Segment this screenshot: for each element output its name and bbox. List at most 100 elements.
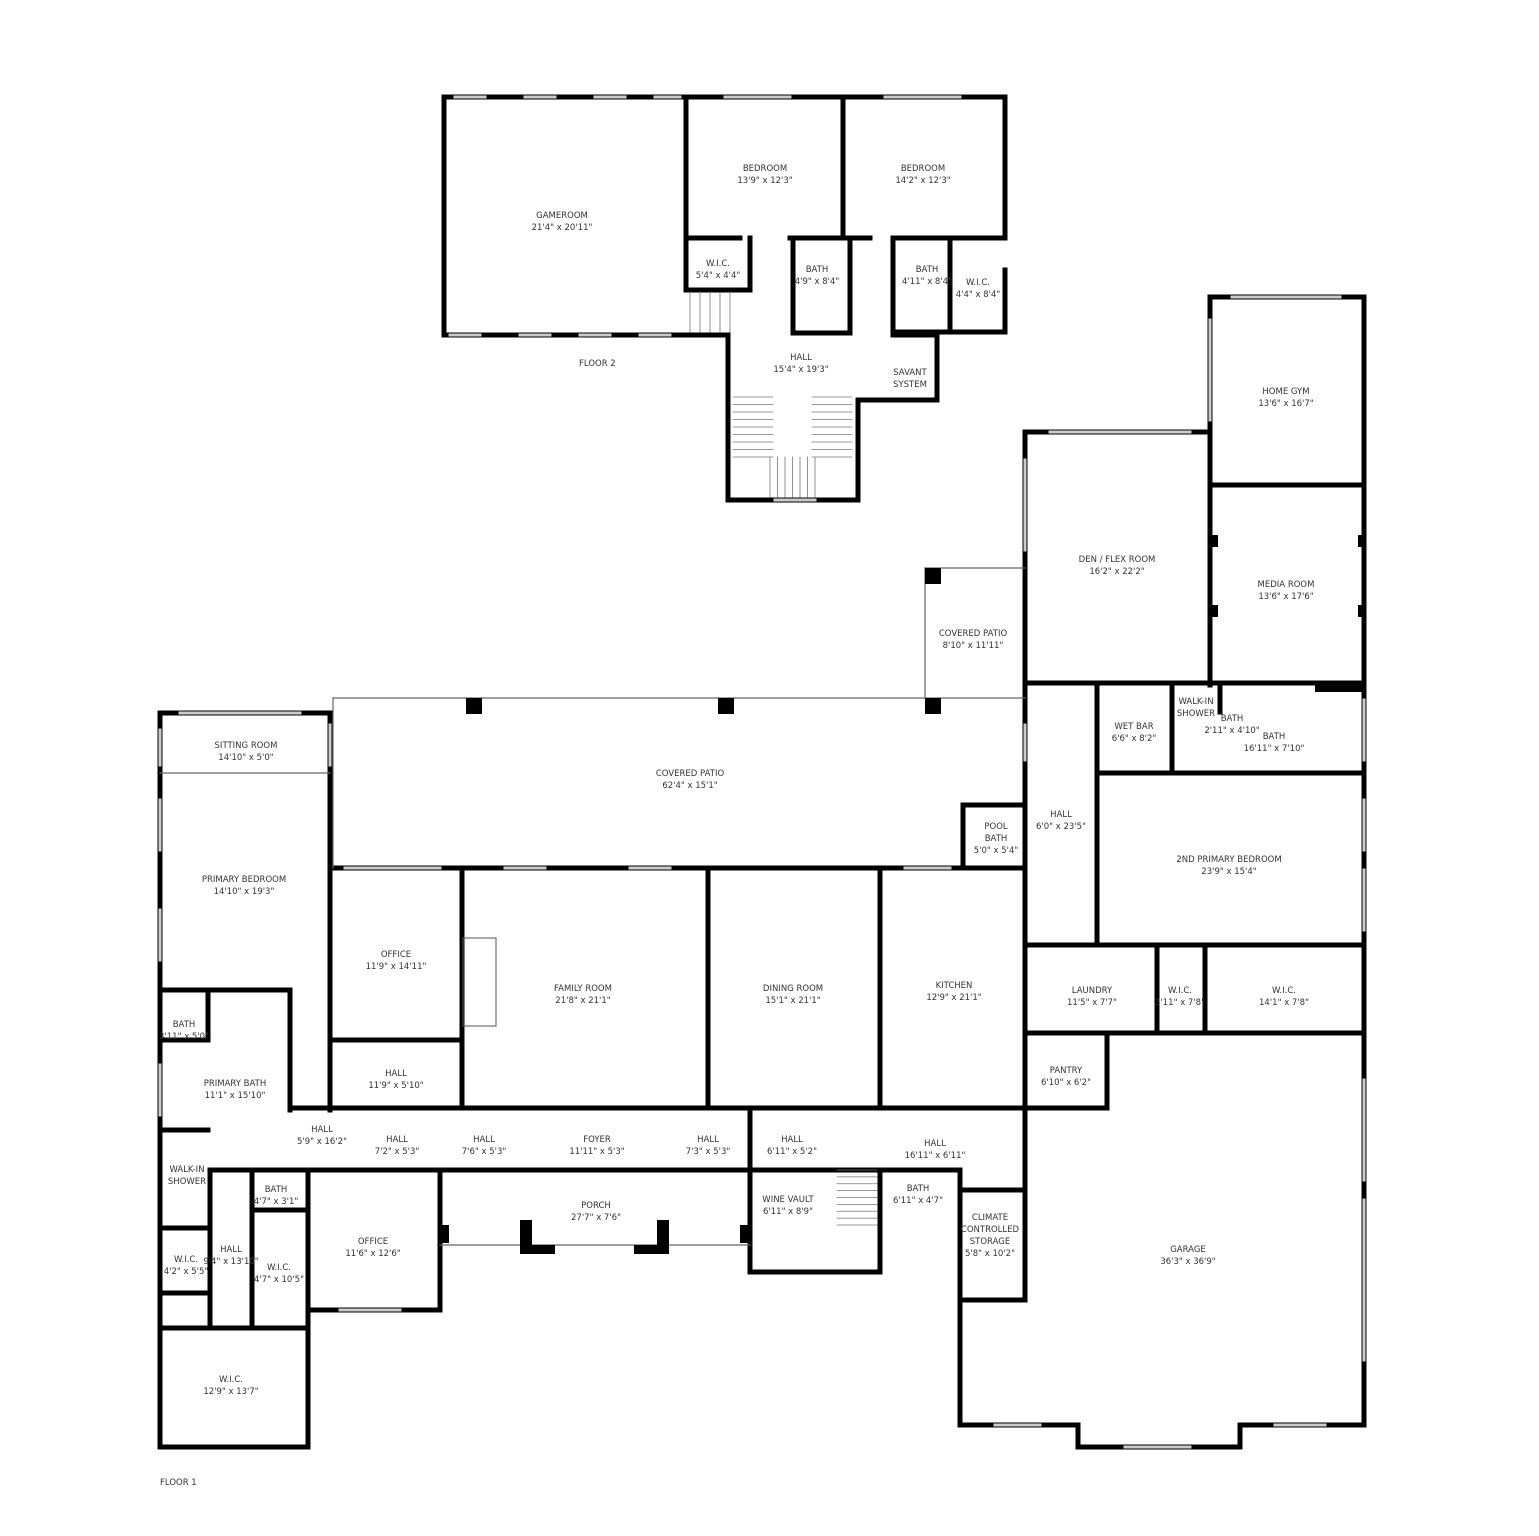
room-dimensions: 3'11" x 5'0" xyxy=(159,1032,209,1042)
room-label: BATH 3'11" x 5'0" xyxy=(159,1019,209,1043)
room-dimensions: 13'9" x 12'3" xyxy=(737,176,793,186)
room-name: HALL xyxy=(781,1135,803,1145)
room-name: BEDROOM xyxy=(742,164,788,174)
room-label: SITTING ROOM 14'10" x 5'0" xyxy=(215,740,278,764)
column xyxy=(634,1245,669,1254)
room-name: MEDIA ROOM xyxy=(1257,580,1315,590)
room-name: BATH xyxy=(172,1020,196,1030)
room-label: WALK-IN SHOWER xyxy=(1177,696,1215,720)
room-dimensions: 6'11" x 5'2" xyxy=(767,1147,817,1157)
room-label: BEDROOM 13'9" x 12'3" xyxy=(737,163,792,187)
room-name: HALL xyxy=(697,1135,719,1145)
room-dimensions: 14'1" x 7'8" xyxy=(1259,998,1309,1008)
room-name: BATH xyxy=(805,265,829,275)
room-label: W.I.C. 4'7" x 10'5" xyxy=(254,1262,304,1286)
room-dimensions: 3'11" x 7'8" xyxy=(1155,998,1205,1008)
room-label: HALL 7'2" x 5'3" xyxy=(375,1134,420,1158)
room-dimensions: 6'6" x 8'2" xyxy=(1111,734,1157,744)
room-name: POOL BATH xyxy=(984,822,1008,844)
room-dimensions: 11'5" x 7'7" xyxy=(1067,998,1117,1008)
room-dimensions: 14'10" x 5'0" xyxy=(218,753,274,763)
room-dimensions: 7'2" x 5'3" xyxy=(374,1147,420,1157)
room-dimensions: 4'2" x 5'5" xyxy=(163,1267,209,1277)
room-dimensions: 6'0" x 23'5" xyxy=(1036,822,1086,832)
room-name: BATH xyxy=(915,265,939,275)
column xyxy=(1315,683,1364,692)
room-dimensions: 16'2" x 22'2" xyxy=(1089,567,1145,577)
room-name: HALL xyxy=(386,1135,408,1145)
room-name: W.I.C. xyxy=(1168,986,1192,996)
floor-2-label: FLOOR 2 xyxy=(579,359,616,369)
room-dimensions: 15'4" x 19'3" xyxy=(773,365,829,375)
room-dimensions: 21'4" x 20'11" xyxy=(531,223,593,233)
room-dimensions: 4'11" x 8'4" xyxy=(902,277,952,287)
room-name: KITCHEN xyxy=(935,981,973,991)
room-name: COVERED PATIO xyxy=(655,769,725,779)
room-dimensions: 7'3" x 5'3" xyxy=(685,1147,731,1157)
room-dimensions: 4'7" x 10'5" xyxy=(254,1275,304,1285)
room-name: OFFICE xyxy=(357,1237,389,1247)
room-label: GARAGE 36'3" x 36'9" xyxy=(1160,1244,1215,1268)
room-label: HALL 16'11" x 6'11" xyxy=(905,1138,966,1162)
room-name: WALK-IN SHOWER xyxy=(1176,697,1216,719)
room-name: GARAGE xyxy=(1170,1245,1206,1255)
column xyxy=(1358,535,1366,547)
room-label: SAVANT SYSTEM xyxy=(893,367,927,391)
room-dimensions: 36'3" x 36'9" xyxy=(1160,1257,1216,1267)
room-name: W.I.C. xyxy=(267,1263,291,1273)
room-dimensions: 16'11" x 6'11" xyxy=(904,1151,966,1161)
room-dimensions: 2'11" x 4'10" xyxy=(1204,726,1260,736)
room-name: W.I.C. xyxy=(219,1375,243,1385)
room-name: PRIMARY BATH xyxy=(203,1079,267,1089)
column xyxy=(1358,605,1366,617)
column xyxy=(440,1225,449,1243)
room-label: WALK-IN SHOWER xyxy=(168,1164,206,1188)
room-name: HALL xyxy=(924,1139,946,1149)
room-dimensions: 9'4" x 13'10" xyxy=(203,1257,259,1267)
column xyxy=(925,568,941,584)
room-name: PRIMARY BEDROOM xyxy=(201,875,287,885)
room-label: W.I.C.4'4" x 8'4" xyxy=(956,277,1001,301)
room-name: SITTING ROOM xyxy=(214,741,278,751)
room-label: W.I.C.5'4" x 4'4" xyxy=(696,258,741,282)
room-label: W.I.C.12'9" x 13'7" xyxy=(203,1374,258,1398)
room-name: FOYER xyxy=(583,1135,611,1145)
room-dimensions: 14'10" x 19'3" xyxy=(213,887,275,897)
room-dimensions: 21'8" x 21'1" xyxy=(555,996,611,1006)
room-dimensions: 62'4" x 15'1" xyxy=(662,781,718,791)
room-dimensions: 27'7" x 7'6" xyxy=(571,1213,621,1223)
room-name: W.I.C. xyxy=(1272,986,1296,996)
room-name: W.I.C. xyxy=(966,278,990,288)
room-name: HALL xyxy=(790,353,812,363)
room-name: DEN / FLEX ROOM xyxy=(1078,555,1156,565)
column xyxy=(1210,535,1218,547)
room-dimensions: 23'9" x 15'4" xyxy=(1201,867,1257,877)
room-name: COVERED PATIO xyxy=(938,629,1008,639)
room-name: BATH xyxy=(264,1185,288,1195)
room-dimensions: 11'9" x 14'11" xyxy=(365,962,427,972)
room-label: PRIMARY BEDROOM 14'10" x 19'3" xyxy=(202,874,286,898)
room-dimensions: 13'6" x 16'7" xyxy=(1258,399,1314,409)
room-dimensions: 4'9" x 8'4" xyxy=(794,277,840,287)
room-dimensions: 5'4" x 4'4" xyxy=(695,271,741,281)
room-label: DEN / FLEX ROOM 16'2" x 22'2" xyxy=(1079,554,1156,578)
room-name: DINING ROOM xyxy=(762,984,824,994)
room-dimensions: 5'8" x 10'2" xyxy=(965,1249,1015,1259)
